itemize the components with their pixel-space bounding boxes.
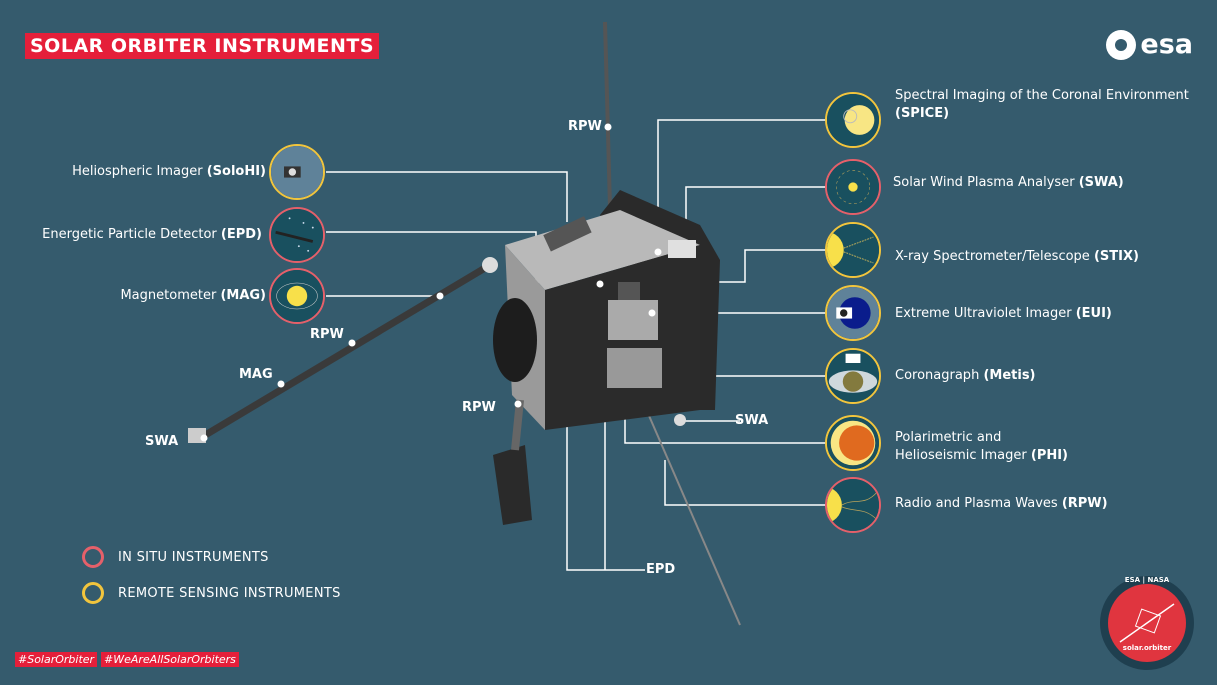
spacecraft-label-mag: MAG (239, 367, 273, 382)
instrument-label-soloHI: Heliospheric Imager (SoloHI) (72, 164, 266, 179)
epd-icon (269, 207, 325, 263)
hashtag-weareallsolarorbiters: #WeAreAllSolarOrbiters (101, 652, 239, 667)
soloHI-icon (269, 144, 325, 200)
swa-icon (825, 159, 881, 215)
legend-remote-icon (82, 582, 104, 604)
stix-icon (825, 222, 881, 278)
eui-icon (825, 285, 881, 341)
rpw-icon (825, 477, 881, 533)
spacecraft-label-rpw-top: RPW (568, 119, 602, 134)
instrument-label-metis: Coronagraph (Metis) (895, 368, 1036, 383)
phi-icon (825, 415, 881, 471)
instrument-label-swa: Solar Wind Plasma Analyser (SWA) (893, 175, 1124, 190)
metis-icon (825, 348, 881, 404)
spacecraft (188, 21, 741, 626)
spacecraft-logo-icon (1119, 603, 1175, 643)
esa-logo: esa (1106, 29, 1193, 60)
instrument-label-epd: Energetic Particle Detector (EPD) (42, 227, 262, 242)
hashtag-solarorbiter: #SolarOrbiter (15, 652, 98, 667)
instrument-label-eui: Extreme Ultraviolet Imager (EUI) (895, 306, 1112, 321)
spacecraft-label-rpw-boom: RPW (310, 327, 344, 342)
instrument-label-mag: Magnetometer (MAG) (120, 288, 266, 303)
legend-remote-label: REMOTE SENSING INSTRUMENTS (118, 586, 341, 601)
spacecraft-label-swa-boom: SWA (145, 434, 179, 449)
spacecraft-label-rpw-lower: RPW (462, 400, 496, 415)
mission-badge: ESA | NASA solar.orbiter (1100, 576, 1194, 670)
page-title: SOLAR ORBITER INSTRUMENTS (25, 33, 380, 59)
instrument-label-rpw: Radio and Plasma Waves (RPW) (895, 496, 1108, 511)
instrument-label-spice: Spectral Imaging of the Coronal Environm… (895, 88, 1189, 121)
legend-insitu-label: IN SITU INSTRUMENTS (118, 550, 269, 565)
spacecraft-label-epd: EPD (646, 562, 676, 577)
esa-logo-icon (1106, 29, 1137, 60)
spice-icon (825, 92, 881, 148)
legend-insitu-icon (82, 546, 104, 568)
mag-icon (269, 268, 325, 324)
instrument-label-stix: X-ray Spectrometer/Telescope (STIX) (895, 249, 1139, 264)
spacecraft-label-swa: SWA (735, 413, 769, 428)
